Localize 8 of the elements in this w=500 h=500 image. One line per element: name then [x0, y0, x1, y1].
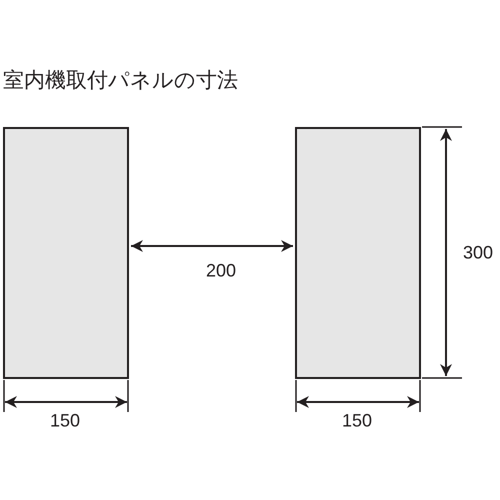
- panel-box: [295, 127, 421, 379]
- dimension-arrow: [131, 240, 293, 252]
- dimension-label: 150: [342, 410, 372, 432]
- dimension-label: 300: [462, 242, 494, 264]
- title: 室内機取付パネルの寸法: [3, 67, 238, 94]
- dimension-label: 150: [50, 410, 80, 432]
- panel-box: [3, 127, 129, 379]
- edge-label: 200: [206, 260, 236, 282]
